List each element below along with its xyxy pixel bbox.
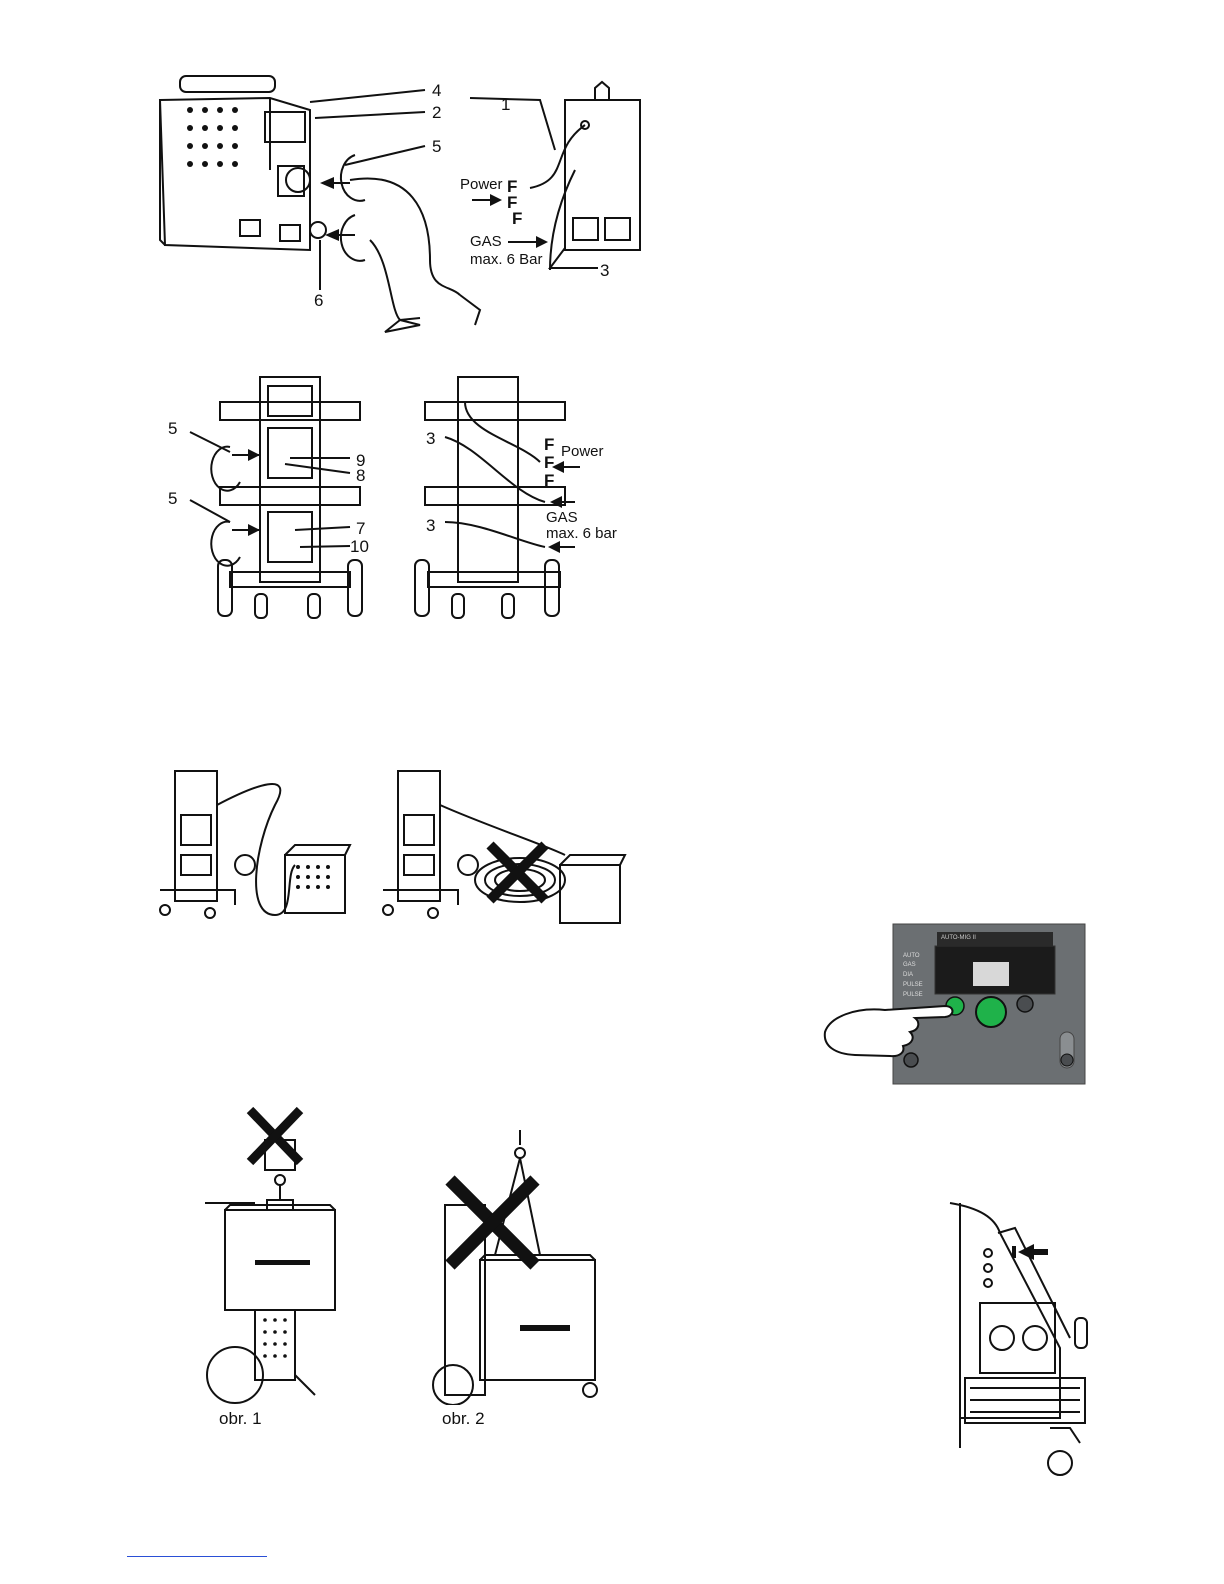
gas-pressure-label: max. 6 bar — [546, 526, 617, 541]
unit-side-illustration — [940, 1198, 1100, 1488]
panel-side-label: PULSE — [903, 992, 923, 998]
gas-label: GAS — [470, 234, 502, 249]
figure-machine-connections: 4 2 5 6 1 3 Power F F F GAS max. 6 Bar — [150, 70, 650, 340]
cable-routing-illustration — [155, 765, 635, 925]
callout-1: 1 — [501, 96, 510, 113]
phase-label: F — [544, 436, 554, 453]
footer-rule — [127, 1556, 267, 1557]
figure-cable-routing — [155, 765, 635, 925]
panel-side-label: GAS — [903, 962, 916, 968]
power-label: Power — [561, 444, 604, 459]
caption-obr-1: obr. 1 — [219, 1410, 262, 1427]
figure-control-panel: AUTO GAS DIA PULSE PULSE AUTO-MIG II — [815, 922, 1090, 1087]
lifting-illustration — [195, 1105, 615, 1405]
figure-unit-side-view — [940, 1198, 1100, 1488]
callout-3: 3 — [426, 430, 435, 447]
trolley-illustration — [160, 372, 630, 622]
callout-2: 2 — [432, 104, 441, 121]
phase-label: F — [544, 454, 554, 471]
panel-side-label: PULSE — [903, 982, 923, 988]
panel-side-label: DIA — [903, 972, 913, 978]
callout-8: 8 — [356, 467, 365, 484]
figure-trolley-connections: 5 5 9 8 7 10 3 3 F F F Power GAS max. 6 … — [160, 372, 630, 622]
gas-pressure-label: max. 6 Bar — [470, 252, 543, 267]
panel-header: AUTO-MIG II — [941, 935, 976, 941]
control-panel-illustration — [815, 922, 1090, 1087]
prohibited-cross — [450, 1180, 535, 1265]
phase-label: F — [544, 472, 554, 489]
caption-obr-2: obr. 2 — [442, 1410, 485, 1427]
callout-5: 5 — [168, 490, 177, 507]
callout-3: 3 — [426, 517, 435, 534]
callout-3: 3 — [600, 262, 609, 279]
callout-5: 5 — [432, 138, 441, 155]
figure-lifting-warnings: obr. 1 obr. 2 — [195, 1105, 615, 1435]
machine-illustration — [150, 70, 650, 340]
callout-5: 5 — [168, 420, 177, 437]
phase-label: F — [512, 210, 522, 227]
gas-label: GAS — [546, 510, 578, 525]
callout-10: 10 — [350, 538, 369, 555]
power-label: Power — [460, 177, 503, 192]
callout-7: 7 — [356, 520, 365, 537]
prohibited-cross — [250, 1110, 300, 1162]
callout-6: 6 — [314, 292, 323, 309]
callout-4: 4 — [432, 82, 441, 99]
panel-side-label: AUTO — [903, 952, 920, 961]
